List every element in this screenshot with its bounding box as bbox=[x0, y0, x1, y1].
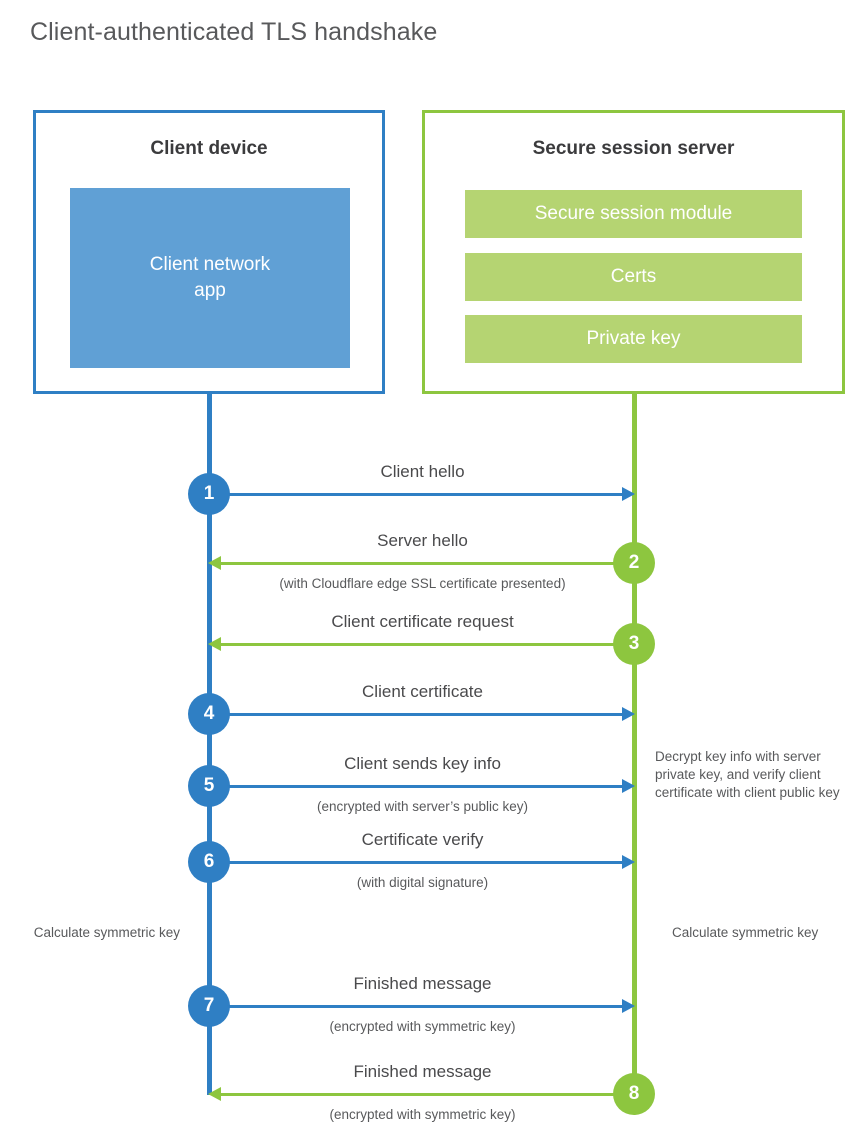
client-network-app-label-line2: app bbox=[194, 280, 226, 301]
client-lifeline bbox=[207, 394, 212, 1095]
message-arrowhead-1 bbox=[622, 487, 635, 501]
message-label-6: Certificate verify bbox=[361, 830, 484, 849]
step-circle-5[interactable]: 5 bbox=[188, 765, 230, 807]
message-label-2: Server hello bbox=[377, 531, 468, 550]
message-line-3 bbox=[221, 643, 635, 646]
message-label-7: Finished message bbox=[353, 974, 492, 993]
message-arrowhead-8 bbox=[208, 1087, 221, 1101]
step-circle-2[interactable]: 2 bbox=[613, 542, 655, 584]
client-device-title: Client device bbox=[150, 138, 268, 159]
step-circle-6[interactable]: 6 bbox=[188, 841, 230, 883]
message-line-6 bbox=[210, 861, 624, 864]
note-decrypt-key-info: Decrypt key info with server private key… bbox=[655, 749, 840, 800]
message-arrowhead-7 bbox=[622, 999, 635, 1013]
step-circle-4[interactable]: 4 bbox=[188, 693, 230, 735]
message-line-7 bbox=[210, 1005, 624, 1008]
message-arrowhead-2 bbox=[208, 556, 221, 570]
message-arrowhead-4 bbox=[622, 707, 635, 721]
message-line-1 bbox=[210, 493, 624, 496]
message-sublabel-7: (encrypted with symmetric key) bbox=[329, 1019, 516, 1034]
step-circle-7[interactable]: 7 bbox=[188, 985, 230, 1027]
client-network-app-label: Client network app bbox=[150, 252, 270, 304]
note-calculate-symmetric-key-server: Calculate symmetric key bbox=[672, 925, 819, 940]
step-circle-1[interactable]: 1 bbox=[188, 473, 230, 515]
secure-session-server-box: Secure session server Secure session mod… bbox=[422, 110, 845, 394]
server-lifeline bbox=[632, 394, 637, 1093]
page-title: Client-authenticated TLS handshake bbox=[30, 18, 438, 46]
message-sublabel-5: (encrypted with server’s public key) bbox=[316, 799, 529, 814]
note-calculate-symmetric-key-client: Calculate symmetric key bbox=[33, 925, 180, 940]
message-sublabel-6: (with digital signature) bbox=[356, 875, 489, 890]
client-device-box: Client device Client network app bbox=[33, 110, 385, 394]
message-label-4: Client certificate bbox=[362, 682, 483, 701]
message-sublabel-2: (with Cloudflare edge SSL certificate pr… bbox=[279, 576, 566, 591]
step-circle-3[interactable]: 3 bbox=[613, 623, 655, 665]
message-arrowhead-5 bbox=[622, 779, 635, 793]
message-arrowhead-6 bbox=[622, 855, 635, 869]
server-component-secure-session-module: Secure session module bbox=[465, 190, 802, 238]
message-label-1: Client hello bbox=[380, 462, 465, 481]
secure-session-server-title: Secure session server bbox=[532, 138, 735, 159]
server-component-certs: Certs bbox=[465, 253, 802, 301]
message-label-3: Client certificate request bbox=[331, 612, 514, 631]
message-label-8: Finished message bbox=[353, 1062, 492, 1081]
client-network-app-label-line1: Client network bbox=[149, 254, 271, 275]
message-line-4 bbox=[210, 713, 624, 716]
message-arrowhead-3 bbox=[208, 637, 221, 651]
message-sublabel-8: (encrypted with symmetric key) bbox=[329, 1107, 516, 1122]
message-line-8 bbox=[221, 1093, 635, 1096]
client-network-app-box: Client network app bbox=[70, 188, 350, 368]
message-label-5: Client sends key info bbox=[344, 754, 501, 773]
message-line-2 bbox=[221, 562, 635, 565]
server-component-private-key: Private key bbox=[465, 315, 802, 363]
step-circle-8[interactable]: 8 bbox=[613, 1073, 655, 1115]
message-line-5 bbox=[210, 785, 624, 788]
